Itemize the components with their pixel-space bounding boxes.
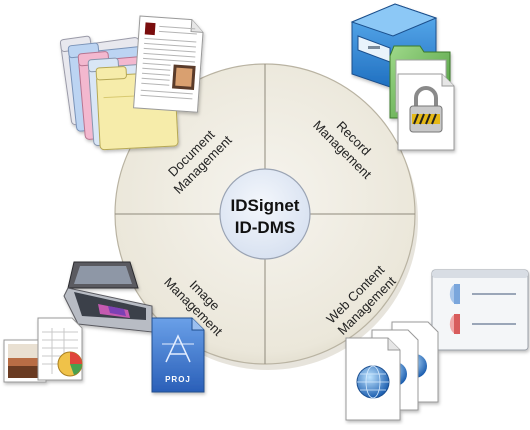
folders-and-document-icon	[59, 15, 204, 151]
web-pages-and-browser-window-icon	[345, 269, 529, 421]
center-title-line2: ID-DMS	[235, 218, 295, 237]
file-cabinet-and-locked-file-icon	[350, 3, 455, 151]
center-title-line1: IDSignet	[231, 196, 300, 215]
project-file-label: PROJ	[165, 375, 191, 384]
scanner-and-image-files-icon: PROJ	[3, 261, 205, 393]
center-circle	[219, 168, 311, 260]
